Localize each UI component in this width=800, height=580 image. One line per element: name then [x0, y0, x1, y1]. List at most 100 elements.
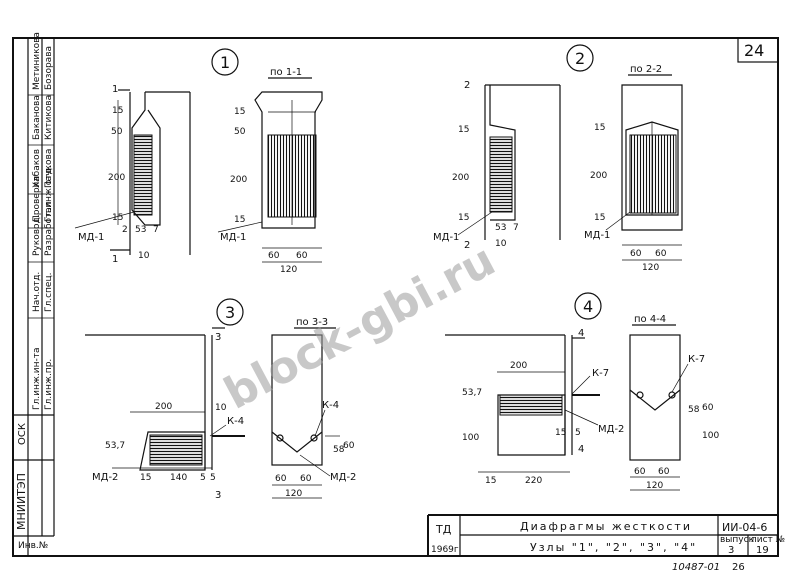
dimension-label: 7 [513, 223, 519, 233]
dimension-label: 200 [230, 175, 247, 185]
dimension-label: 60 [634, 467, 646, 477]
dimension-label: 7 [153, 225, 159, 235]
stamp-inv: Инв.№ [18, 541, 48, 551]
dimension-label: 15 [140, 473, 151, 483]
dimension-label: 200 [510, 361, 527, 371]
sheet-number-box [737, 37, 779, 63]
md1-label-n2: МД-1 [433, 232, 459, 243]
dimension-label: 100 [462, 433, 479, 443]
dimension-label: 100 [702, 431, 719, 441]
drawing-code: ИИ-04-6 [722, 521, 767, 534]
stamp-role-3: Нач.отд. [32, 272, 42, 312]
node-3: 3 3 3 200 10 53,7 15 140 5 5 К-4 МД-2 по… [85, 298, 356, 501]
section-3-3-title: по 3-3 [296, 317, 328, 328]
dimension-label: 10 [215, 403, 227, 413]
dimension-label: 60 [300, 474, 312, 484]
md1-label-s1: МД-1 [220, 232, 246, 243]
left-stamp: МНИИТЭП ОСК Инв.№ Гл.инж.ин-та Гл.инж.пр… [13, 32, 55, 556]
title-line-2: Узлы "1", "2", "3", "4" [530, 541, 697, 554]
dimension-label: 60 [630, 249, 642, 259]
section-4-4-title: по 4-4 [634, 314, 666, 325]
md1-label-s2: МД-1 [584, 230, 610, 241]
title-block: ТД 1969г. Диафрагмы жесткости Узлы "1", … [427, 514, 785, 573]
dimension-label: 5 [200, 473, 206, 483]
cut-2-top: 2 [464, 80, 470, 91]
sheet-number: 24 [744, 41, 764, 60]
node-3-number: 3 [225, 303, 235, 322]
section-2-2-title: по 2-2 [630, 64, 662, 75]
watermark: block-gbi.ru [216, 235, 503, 420]
cut-3-bottom: 3 [215, 490, 221, 501]
dimension-label: 58 [688, 405, 700, 415]
dimension-label: 50 [111, 127, 123, 137]
dimension-label: 15 [234, 107, 245, 117]
dimension-label: 53 [495, 223, 506, 233]
k4-label-s3: К-4 [322, 400, 339, 411]
dimension-label: 58 [333, 445, 345, 455]
dimension-label: 60 [658, 467, 670, 477]
stamp-name-3: Баканова [32, 95, 42, 140]
cut-3-top: 3 [215, 332, 221, 343]
section-1-1-title: по 1-1 [270, 67, 302, 78]
node-4-number: 4 [583, 297, 593, 316]
stamp-role-4: Гл.спец. [44, 273, 54, 312]
dimension-label: 10 [495, 239, 507, 249]
dimension-label: 2 [122, 225, 128, 235]
md1-label-n1: МД-1 [78, 232, 104, 243]
dimension-label: 220 [525, 476, 542, 486]
k7-label-n4: К-7 [592, 368, 609, 379]
dimension-label: 10 [138, 251, 150, 261]
dimension-label: 200 [108, 173, 125, 183]
cut-2-bottom: 2 [464, 240, 470, 251]
stamp-role-8: Гл.инж.отд. [44, 165, 54, 222]
cut-1-top: 1 [112, 84, 118, 95]
dimension-label: 15 [485, 476, 496, 486]
node-4: 4 4 4 200 53,7 100 15 220 15 5 К-7 МД-2 … [445, 292, 719, 491]
page-number: 26 [732, 562, 745, 573]
k7-label-s4: К-7 [688, 354, 705, 365]
stamp-name-5: Метиникова [32, 32, 42, 90]
dimension-label: 60 [296, 251, 308, 261]
stamp-role-5: Руковод. [32, 214, 42, 256]
dimension-label: 53,7 [105, 441, 125, 451]
stamp-name-2: Пачкова [44, 149, 54, 188]
node-1: 1 1 1 15 50 15 200 15 2 53 7 10 МД-1 по … [74, 48, 323, 275]
stamp-role-2: Гл.инж.пр. [44, 359, 54, 410]
stamp-role-6: Разработал [44, 201, 54, 256]
archive-number: 10487-01 [672, 562, 720, 573]
dimension-label: 15 [234, 215, 245, 225]
dimension-label: 5 [210, 473, 216, 483]
dimension-label: 53 [135, 225, 146, 235]
node-2-number: 2 [575, 49, 585, 68]
dimension-label: 50 [234, 127, 246, 137]
dimension-label: 200 [155, 402, 172, 412]
issue-label: выпуск [720, 535, 755, 545]
dimension-label: 60 [343, 441, 355, 451]
md2-label-n4: МД-2 [598, 424, 624, 435]
dimension-label: 200 [452, 173, 469, 183]
td-label: ТД [435, 523, 452, 536]
node-1-number: 1 [220, 53, 230, 72]
stamp-dept: ОСК [17, 423, 28, 445]
cut-1-bottom: 1 [112, 254, 118, 265]
md2-label-n3: МД-2 [92, 472, 118, 483]
stamp-org: МНИИТЭП [15, 473, 28, 530]
dimension-label: 120 [280, 265, 297, 275]
sheet-label: лист № [751, 535, 785, 545]
cut-4-top: 4 [578, 328, 584, 339]
dimension-label: 60 [268, 251, 280, 261]
drawing-frame [12, 37, 779, 557]
sheet-value: 19 [756, 545, 769, 556]
dimension-label: 15 [458, 213, 469, 223]
dimension-label: 60 [702, 403, 714, 413]
cut-4-bottom: 4 [578, 444, 584, 455]
dimension-label: 15 [112, 213, 123, 223]
title-line-1: Диафрагмы жесткости [520, 520, 692, 533]
dimension-label: 60 [655, 249, 667, 259]
issue-value: 3 [728, 545, 734, 556]
stamp-role-1: Гл.инж.ин-та [32, 347, 42, 410]
dimension-label: 15 [594, 213, 605, 223]
td-year: 1969г. [431, 545, 462, 555]
